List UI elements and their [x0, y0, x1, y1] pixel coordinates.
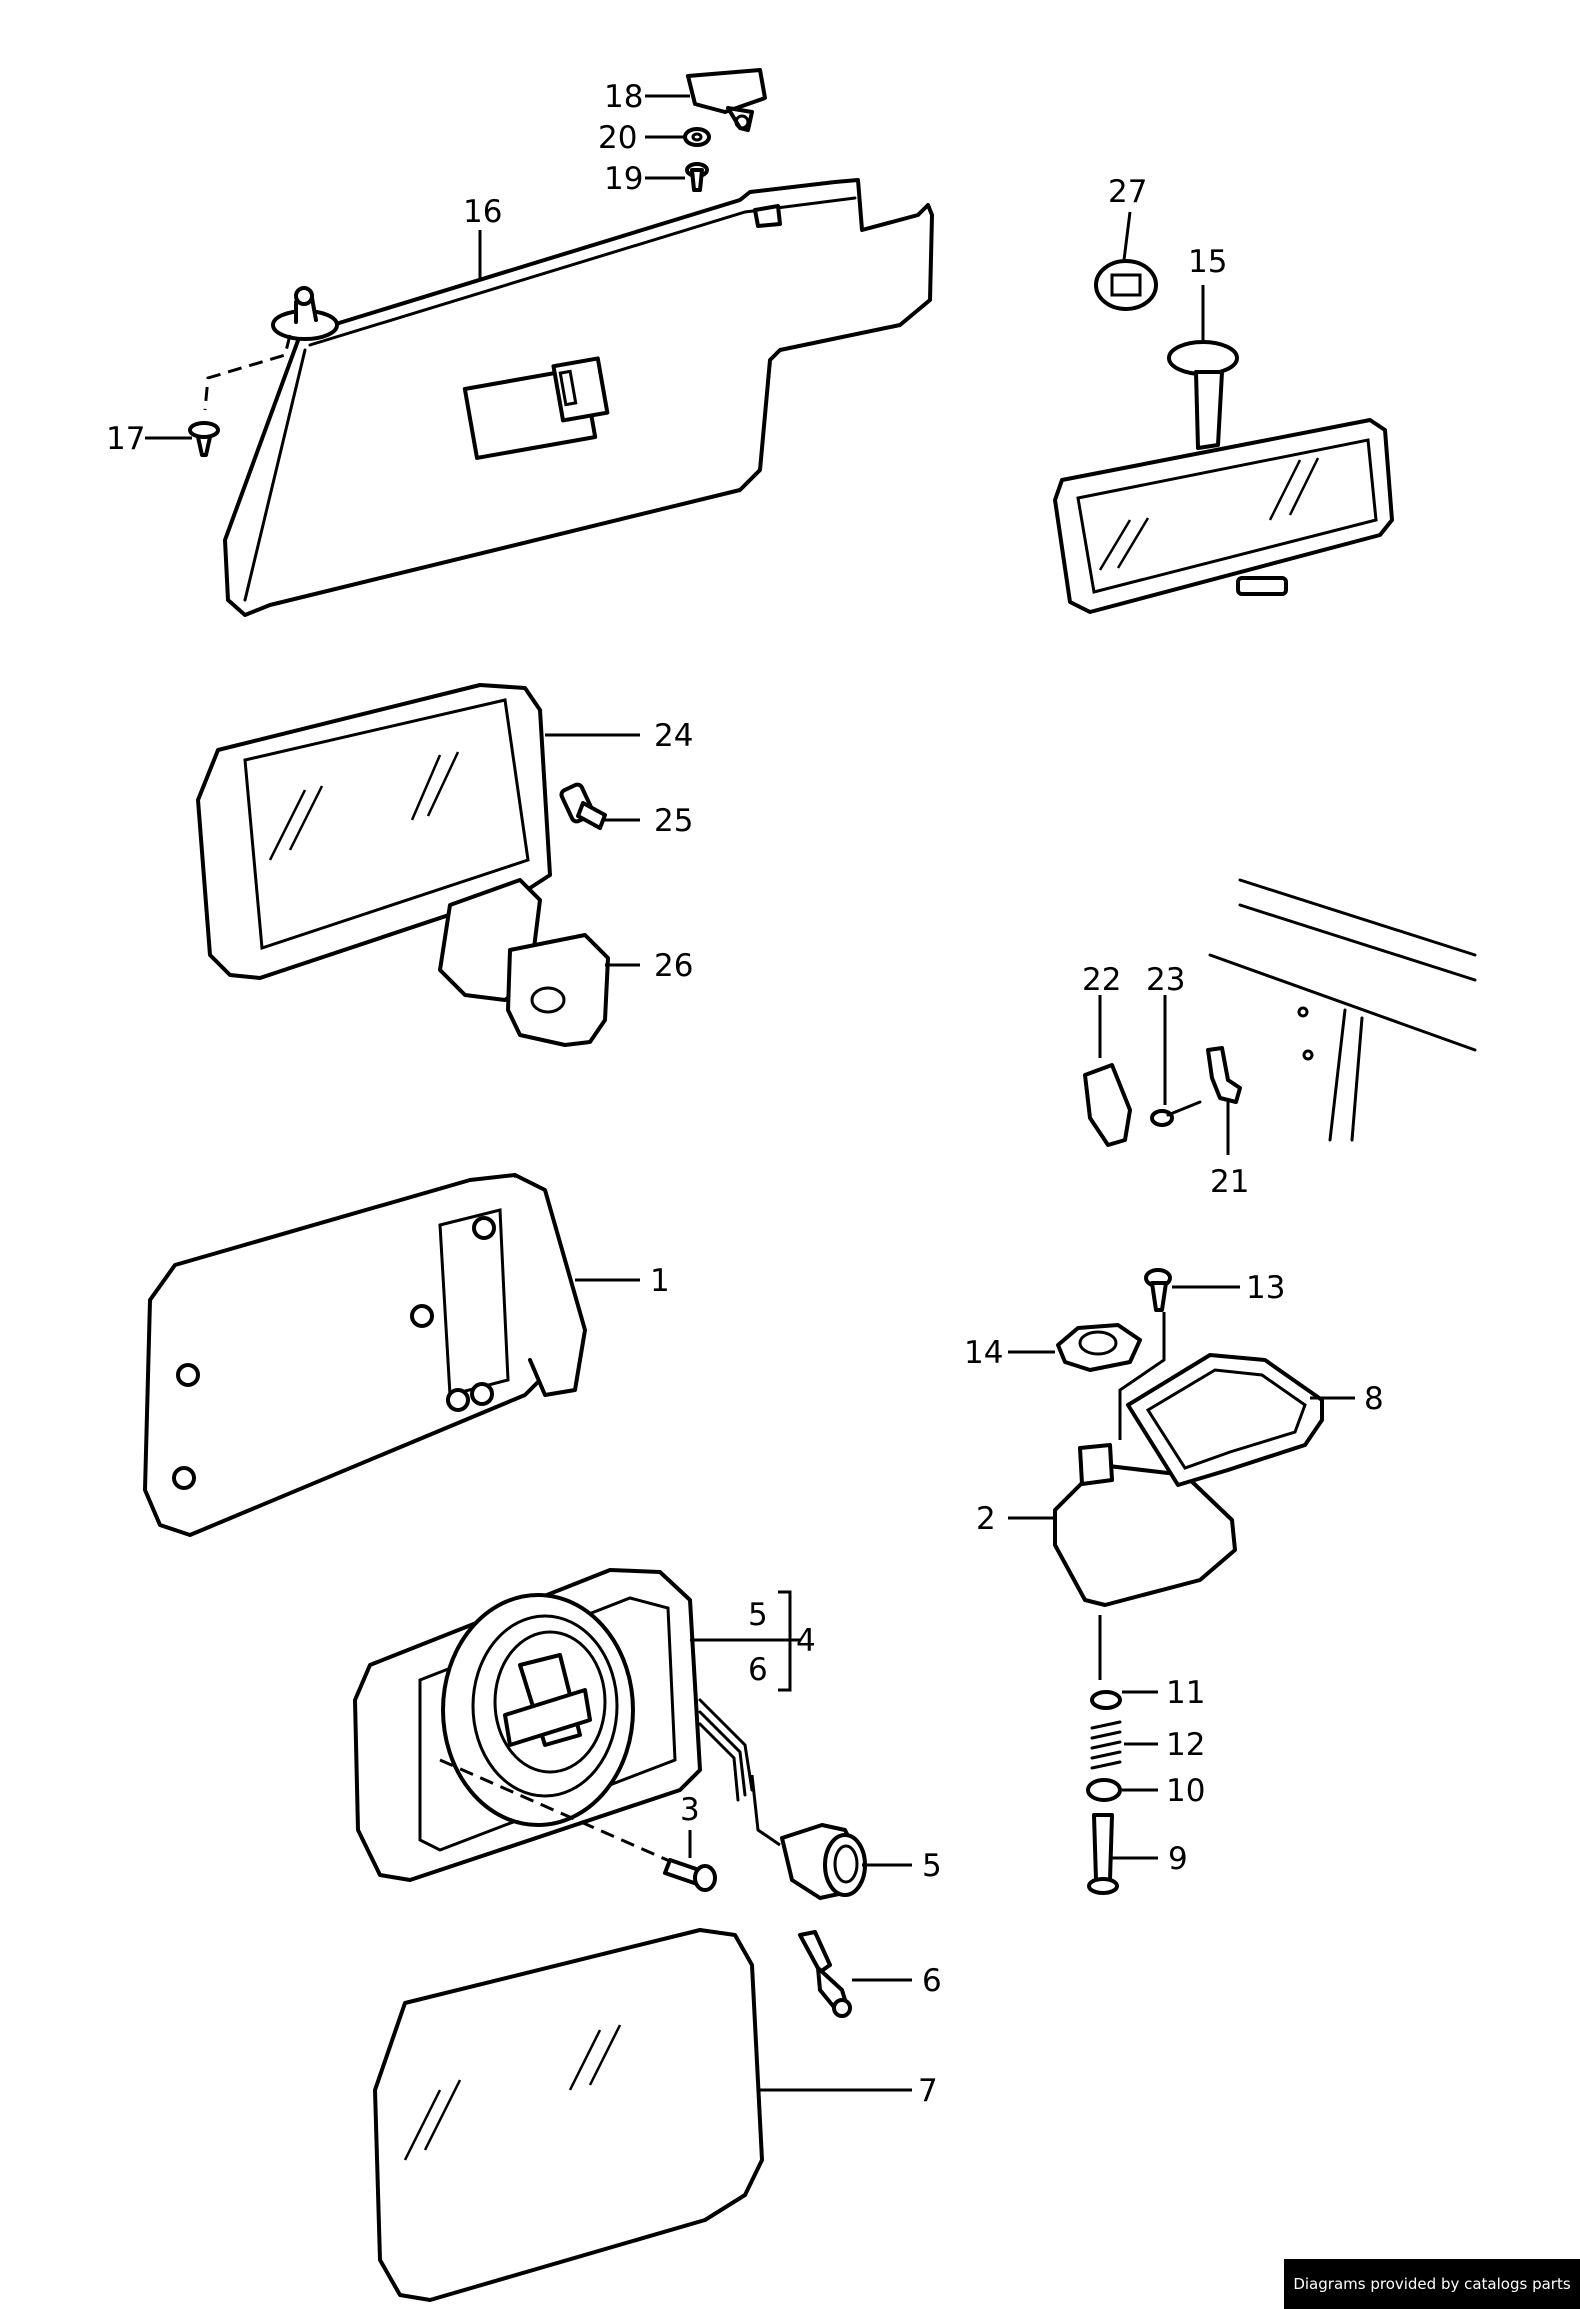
callout-27: 27 [1108, 174, 1147, 210]
mirror-mounting-gasket[interactable] [506, 933, 610, 1047]
footer-credit: Diagrams provided by catalogs parts [1284, 2259, 1580, 2309]
callout-14: 14 [964, 1335, 1003, 1371]
rearview-mirror[interactable] [1053, 340, 1394, 614]
trim-clip[interactable] [1206, 1046, 1242, 1104]
callout-2: 2 [976, 1501, 996, 1537]
outside-mirror-complete[interactable] [196, 683, 552, 1002]
callout-22: 22 [1082, 962, 1121, 998]
trim-screw[interactable] [1150, 1100, 1202, 1127]
callout-13: 13 [1246, 1270, 1285, 1306]
callout-8: 8 [1364, 1381, 1384, 1417]
mounting-bolt[interactable] [1087, 1813, 1119, 1895]
sun-visor[interactable] [223, 178, 934, 617]
callout-17: 17 [106, 421, 145, 457]
connector-plug[interactable] [798, 1930, 852, 2018]
callout-7: 7 [918, 2073, 938, 2109]
adjustment-unit-cable [698, 1698, 781, 1847]
callout-10: 10 [1166, 1773, 1205, 1809]
callout-12: 12 [1166, 1727, 1205, 1763]
visor-pivot-bracket[interactable] [271, 286, 339, 341]
mirror-mounting-screw[interactable] [559, 782, 607, 830]
visor-screw[interactable] [188, 421, 220, 457]
mirror-base-cover[interactable] [1053, 1443, 1237, 1607]
door-frame-detail [1208, 878, 1477, 1142]
callout-5-motor-cap: 5 [922, 1848, 942, 1884]
callout-19: 19 [604, 161, 643, 197]
rearview-mirror-cap[interactable] [1094, 259, 1158, 311]
trim-cap[interactable] [1083, 1063, 1132, 1147]
compression-spring[interactable] [1090, 1720, 1122, 1770]
callout-6-connector: 6 [922, 1963, 942, 1999]
mirror-adjustment-unit[interactable] [353, 1568, 702, 1882]
mirror-housing[interactable] [143, 1173, 587, 1537]
callout-3: 3 [680, 1792, 700, 1828]
callout-18: 18 [604, 79, 643, 115]
callout-11: 11 [1166, 1675, 1205, 1711]
callout-25: 25 [654, 803, 693, 839]
callout-21: 21 [1210, 1164, 1249, 1200]
mirror-base-grommet[interactable] [1056, 1323, 1142, 1372]
visor-clip[interactable] [686, 68, 767, 132]
adjustment-screw-leader [439, 1758, 691, 1872]
mirror-glass[interactable] [373, 1928, 764, 2302]
callout-5: 5 [748, 1597, 768, 1633]
callout-6: 6 [748, 1652, 768, 1688]
callout-15: 15 [1188, 244, 1227, 280]
callout-26: 26 [654, 948, 693, 984]
spring-washer[interactable] [1086, 1778, 1122, 1802]
callout-labels: 18 20 19 16 17 27 15 24 25 26 22 23 21 1… [106, 79, 1384, 2109]
mirror-base-screw[interactable] [1144, 1268, 1172, 1312]
visor-clip-washer[interactable] [683, 127, 711, 147]
callout-23: 23 [1146, 962, 1185, 998]
adjustment-unit-screw[interactable] [663, 1858, 717, 1892]
callout-20: 20 [598, 120, 637, 156]
motor-cap[interactable] [780, 1823, 867, 1900]
callout-24: 24 [654, 718, 693, 754]
callout-4: 4 [796, 1623, 816, 1659]
callout-1: 1 [650, 1263, 670, 1299]
base-screw-leader [1118, 1312, 1166, 1440]
visor-clip-screw[interactable] [685, 162, 709, 192]
callout-16: 16 [463, 194, 502, 230]
visor-screw-leader [203, 334, 292, 411]
callout-9: 9 [1168, 1841, 1188, 1877]
mirror-base-seal[interactable] [1126, 1353, 1324, 1487]
retaining-ring[interactable] [1090, 1690, 1122, 1710]
